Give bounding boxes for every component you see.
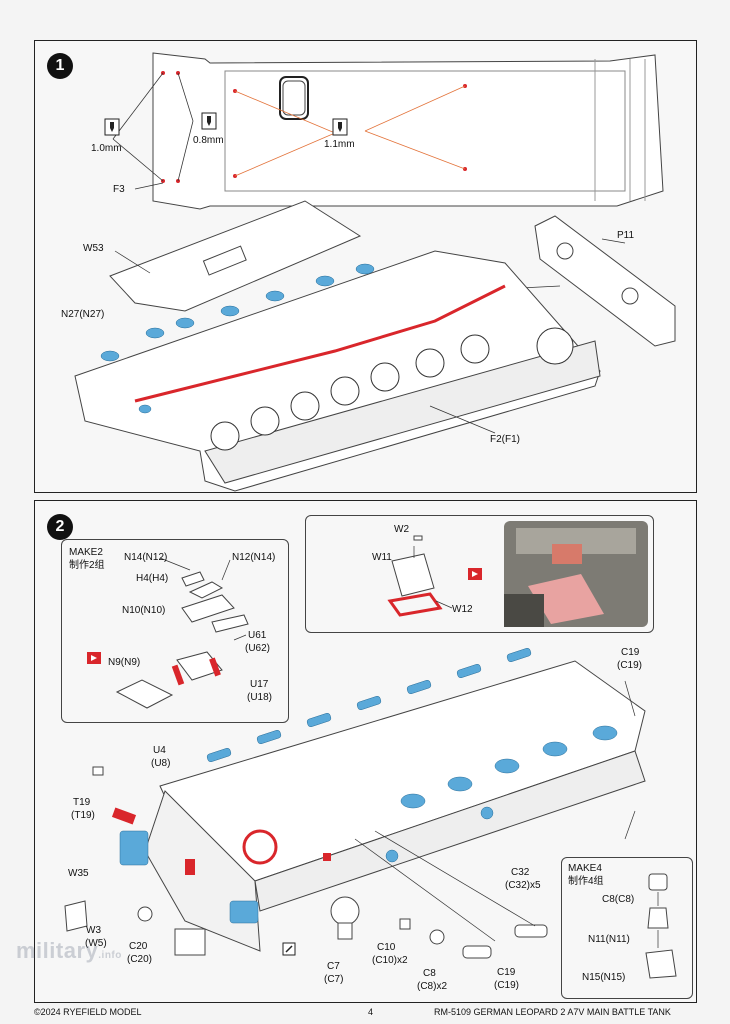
make2-part-n10: N10(N10): [122, 605, 166, 616]
make2-title-cn: 制作2组: [69, 560, 105, 571]
make2-part-h4: H4(H4): [136, 573, 169, 584]
label-p11: P11: [617, 230, 635, 241]
reference-photo: [504, 521, 648, 627]
step-2-illustration: [64, 648, 646, 959]
make2-part-u61: U61: [248, 630, 267, 641]
label-n27: N27(N27): [61, 309, 105, 320]
red-highlight-strip: [134, 284, 506, 403]
make2-title: MAKE2: [69, 547, 103, 558]
drill-leader-lines: [112, 72, 194, 190]
step-1-number: 1: [47, 53, 73, 79]
label-u4: U4: [153, 745, 166, 756]
label-c32-alt: (C32)x5: [505, 880, 541, 891]
label-f2: F2(F1): [490, 434, 520, 445]
label-w3-alt: (W5): [85, 938, 107, 949]
watermark: military.info: [16, 938, 122, 963]
label-w3: W3: [86, 925, 101, 936]
label-c19-bottom-alt: (C19): [494, 980, 520, 991]
label-c8-alt: (C8)x2: [417, 981, 448, 992]
step-1-panel: 1: [34, 40, 697, 493]
step-1-illustration: [74, 52, 676, 492]
make4-title: MAKE4: [568, 863, 602, 874]
rear-blue-parts: [119, 830, 259, 924]
engine-deck-w53: [109, 200, 362, 312]
label-c32: C32: [511, 867, 530, 878]
detail-part-w12: W12: [452, 604, 473, 615]
make2-part-n9: N9(N9): [108, 657, 141, 668]
loose-parts: [64, 766, 548, 959]
detail-illustration: [387, 521, 648, 627]
make2-part-u17: U17: [250, 679, 269, 690]
make4-title-cn: 制作4组: [568, 876, 604, 887]
blue-shock-absorbers: [206, 648, 618, 863]
label-c20-alt: (C20): [127, 954, 153, 965]
label-c10-alt: (C10)x2: [372, 955, 408, 966]
red-highlights: [111, 807, 331, 875]
label-c19-top-alt: (C19): [617, 660, 643, 671]
label-c10: C10: [377, 942, 396, 953]
footer-title: RM-5109 GERMAN LEOPARD 2 A7V MAIN BATTLE…: [434, 1007, 671, 1017]
label-t19: T19: [73, 797, 91, 808]
footer-page-number: 4: [368, 1007, 374, 1017]
label-c7-alt: (C7): [324, 974, 344, 985]
label-c19-top: C19: [621, 647, 640, 658]
detail-part-w11: W11: [372, 552, 392, 563]
step-2-number: 2: [47, 514, 73, 540]
upper-hull-plate: [152, 52, 664, 210]
hull-body: [74, 250, 601, 492]
drill-guide-lines: [234, 85, 466, 177]
road-wheels: [210, 327, 574, 451]
drill-size-1-1: 1.1mm: [324, 139, 355, 150]
drill-size-0-8: 0.8mm: [193, 135, 224, 146]
rear-plate-p11: [534, 215, 676, 347]
label-u4-alt: (U8): [151, 758, 171, 769]
label-c7: C7: [327, 961, 340, 972]
make4-inset: MAKE4 制作4组 C8(C8) N11(N11) N15(N15): [561, 857, 693, 999]
label-c8: C8: [423, 968, 436, 979]
drill-size-1-0: 1.0mm: [91, 143, 122, 154]
red-ring-highlight: [242, 829, 278, 865]
footer-copyright: ©2024 RYEFIELD MODEL: [34, 1007, 142, 1017]
make2-illustration: [87, 557, 249, 709]
make4-part-c8: C8(C8): [602, 894, 635, 905]
detail-part-w2: W2: [394, 524, 409, 535]
make4-illustration: [645, 873, 677, 979]
label-t19-alt: (T19): [71, 810, 95, 821]
make2-part-n12: N12(N14): [232, 552, 276, 563]
make2-part-u62: (U62): [245, 643, 271, 654]
blue-fenders: [100, 263, 375, 414]
make4-part-n11: N11(N11): [588, 934, 630, 945]
label-c19-bottom: C19: [497, 967, 516, 978]
label-w35: W35: [68, 868, 89, 879]
step-2-panel: 2 MAKE2 制作2组 N14: [34, 500, 697, 1003]
make4-part-n15: N15(N15): [582, 972, 626, 983]
make2-part-n14: N14(N12): [124, 552, 168, 563]
label-c20: C20: [129, 941, 148, 952]
label-f3: F3: [113, 184, 125, 195]
make2-inset: MAKE2 制作2组 N14(N12) N12: [61, 539, 289, 723]
make2-part-u18: (U18): [247, 692, 273, 703]
label-w53: W53: [83, 243, 104, 254]
detail-inset: W2 W11 W12: [305, 515, 654, 633]
